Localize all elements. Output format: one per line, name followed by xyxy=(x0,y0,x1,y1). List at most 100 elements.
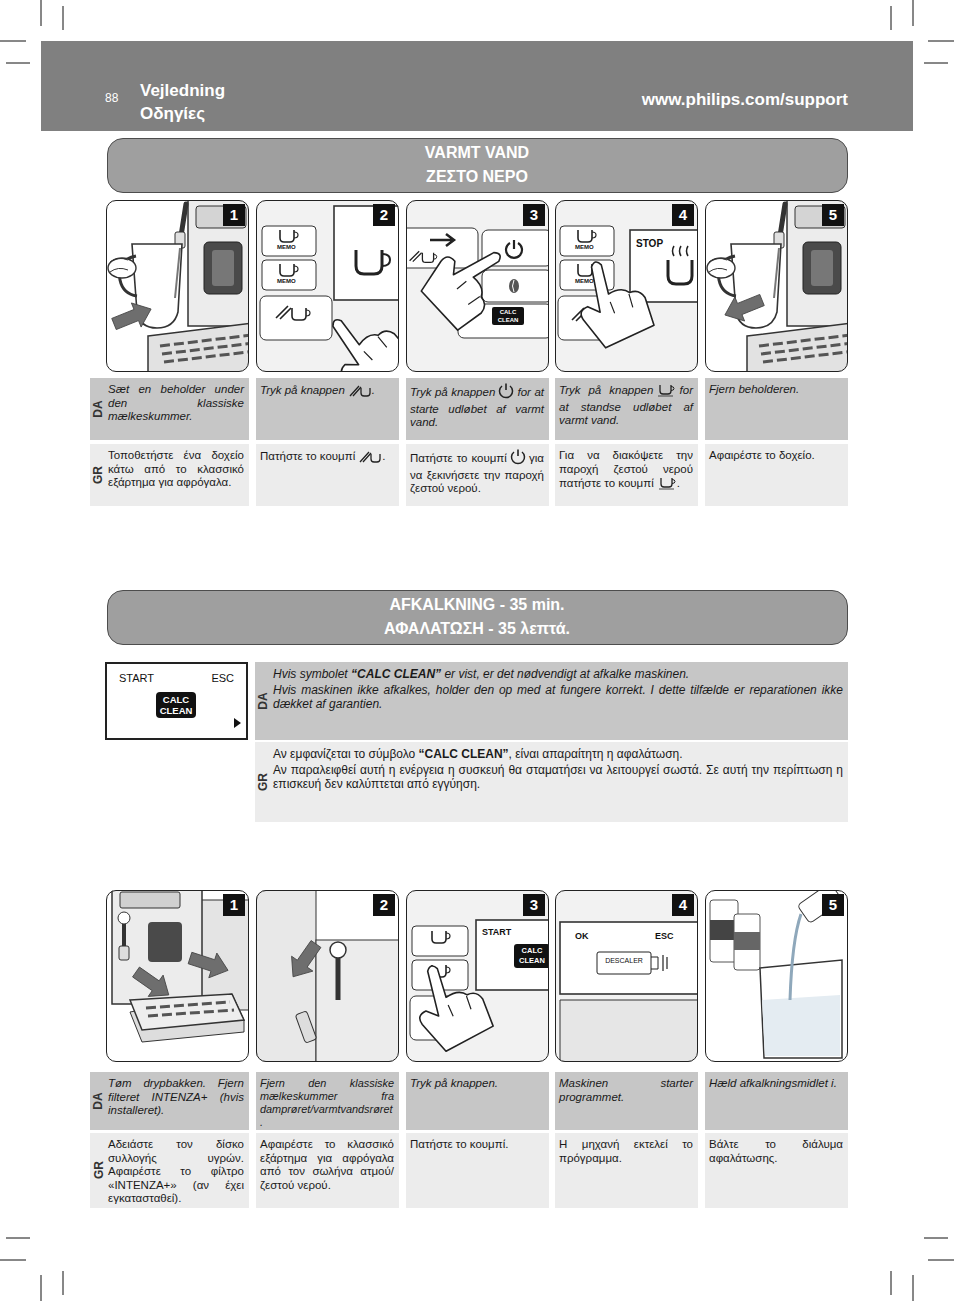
cell-text: Πατήστε το κουμπί. xyxy=(256,444,399,467)
cell-text: Αφαιρέστε το κλασσικό εξάρτημα για αφρόγ… xyxy=(256,1133,399,1192)
cell-text: Tryk på knappen. xyxy=(256,378,399,401)
cell-text: Πατήστε το κουμπίγια να ξεκινήσετε την π… xyxy=(406,444,549,496)
button-icon xyxy=(658,396,673,397)
art-use xyxy=(282,937,326,985)
cell-text: Tryk på knappen. xyxy=(406,1072,549,1091)
instruction-text: Βάλτε το διάλυμα αφαλάτωσης. xyxy=(709,1138,843,1164)
art-path xyxy=(651,957,658,969)
table-cell: Tryk på knappen. xyxy=(256,378,399,440)
instruction-text: Hvis symbolet xyxy=(273,667,348,681)
table-cell: Tøm drypbakken. Fjern filteret INTENZA+ … xyxy=(90,1072,249,1130)
button-icon xyxy=(656,383,676,401)
art-path xyxy=(790,914,801,1000)
section-title: ΖΕΣΤΟ ΝΕΡΟ xyxy=(108,166,846,188)
screen-label: MEMO xyxy=(277,244,296,251)
art-use xyxy=(314,295,399,372)
display-screen: STARTESCCALC CLEAN xyxy=(105,662,248,740)
art-path xyxy=(668,260,692,284)
art-use xyxy=(276,306,310,320)
art-rect xyxy=(514,944,549,968)
art-path xyxy=(382,254,390,266)
step-number: 1 xyxy=(223,204,245,226)
cell-text: Αφαιρέστε το δοχείο. xyxy=(705,444,848,463)
cell-text: Αδειάστε τον δίσκο συλλογής υγρών. Αφαιρ… xyxy=(90,1133,249,1206)
button-icon xyxy=(672,480,675,484)
art-rect xyxy=(295,1011,317,1043)
art-use xyxy=(108,200,249,372)
table-cell: Πατήστε το κουμπίγια να ξεκινήσετε την π… xyxy=(406,444,549,506)
table-cell: Fjern den klassiske mælkeskummer fra dam… xyxy=(256,1072,399,1130)
art-use xyxy=(506,240,522,258)
table-cell: Η μηχανή εκτελεί το πρόγραμμα. xyxy=(555,1133,698,1208)
instruction-text: , είναι απαραίτητη η αφαλάτωση. xyxy=(509,747,683,761)
step-number: 4 xyxy=(672,894,694,916)
table-cell: Αφαιρέστε το δοχείο. xyxy=(705,444,848,506)
step-illustration xyxy=(555,200,698,372)
step-panel: 3 xyxy=(406,890,549,1062)
cell-text: Tryk på knappenfor at starte udløbet af … xyxy=(406,378,549,430)
art-path xyxy=(130,994,244,1030)
step-panel: 1 xyxy=(106,890,249,1062)
art-circle xyxy=(330,942,346,958)
table-cell: Tryk på knappenfor at standse udløbet af… xyxy=(555,378,698,440)
button-icon xyxy=(361,388,370,396)
button-icon xyxy=(671,387,674,391)
step-number: 3 xyxy=(523,894,545,916)
instruction-text: Αν εμφανίζεται το σύμβολο xyxy=(273,747,415,761)
screen-label: MEMO xyxy=(575,278,594,285)
art-use xyxy=(410,251,437,262)
art-rect xyxy=(734,932,760,950)
step-number: 5 xyxy=(822,894,844,916)
cell-text: Fjern beholderen. xyxy=(705,378,848,397)
art-rect xyxy=(734,914,760,970)
art-path xyxy=(430,234,454,246)
art-rect xyxy=(560,922,698,994)
page-number: 88 xyxy=(105,91,118,105)
instruction-text: Tryk på knappen xyxy=(559,384,653,396)
step-panel: 5 xyxy=(705,890,848,1062)
table-cell: Tryk på knappen. xyxy=(406,1072,549,1130)
button-icon xyxy=(498,383,514,403)
art-path xyxy=(762,995,840,1056)
art-rect xyxy=(482,270,549,302)
language-tag: GR xyxy=(90,444,106,506)
art-path xyxy=(146,1002,234,1016)
art-rect xyxy=(262,226,316,256)
instruction-text: . xyxy=(382,450,385,462)
cell-text: Tøm drypbakken. Fjern filteret INTENZA+ … xyxy=(90,1072,249,1118)
screen-label: START xyxy=(482,927,511,937)
screen-label: ESC xyxy=(655,931,674,941)
instruction-text: Tryk på knappen xyxy=(260,384,345,396)
step-number: 4 xyxy=(672,204,694,226)
instruction-text: Hæld afkalkningsmidlet i. xyxy=(709,1077,837,1089)
art-path xyxy=(130,994,244,1042)
art-rect xyxy=(560,226,614,256)
button-icon xyxy=(657,476,677,494)
instruction-text: Fjern den klassiske mælkeskummer fra dam… xyxy=(260,1077,394,1128)
art-path xyxy=(513,280,515,292)
step-panel: 2 xyxy=(256,200,399,372)
step-illustration xyxy=(406,200,549,372)
art-rect xyxy=(260,296,332,340)
instruction-text: Sæt en beholder under den klassiske mælk… xyxy=(108,383,244,422)
section-title: VARMT VAND xyxy=(108,142,846,164)
screen-button: CALC CLEAN xyxy=(156,692,196,718)
section-title: AFKALKNING - 35 min. xyxy=(108,594,846,616)
step-illustration xyxy=(555,890,698,1062)
language-tag: DA xyxy=(90,1072,106,1130)
button-icon xyxy=(659,489,674,490)
art-path xyxy=(560,1000,698,1062)
button-icon xyxy=(498,383,514,399)
screen-label: MEMO xyxy=(575,244,594,251)
screen-label: CALC CLEAN xyxy=(493,308,523,324)
button-icon xyxy=(506,384,508,391)
art-rect xyxy=(262,260,316,290)
table-cell: Αφαιρέστε το κλασσικό εξάρτημα για αφρόγ… xyxy=(256,1133,399,1208)
button-icon xyxy=(360,452,371,462)
table-cell: Fjern beholderen. xyxy=(705,378,848,440)
instruction-text: Τοποθετήστε ένα δοχείο κάτω από το κλασσ… xyxy=(108,449,244,488)
step-illustration xyxy=(108,200,249,372)
table-cell: Αδειάστε τον δίσκο συλλογής υγρών. Αφαιρ… xyxy=(90,1133,249,1208)
art-use xyxy=(280,230,298,242)
